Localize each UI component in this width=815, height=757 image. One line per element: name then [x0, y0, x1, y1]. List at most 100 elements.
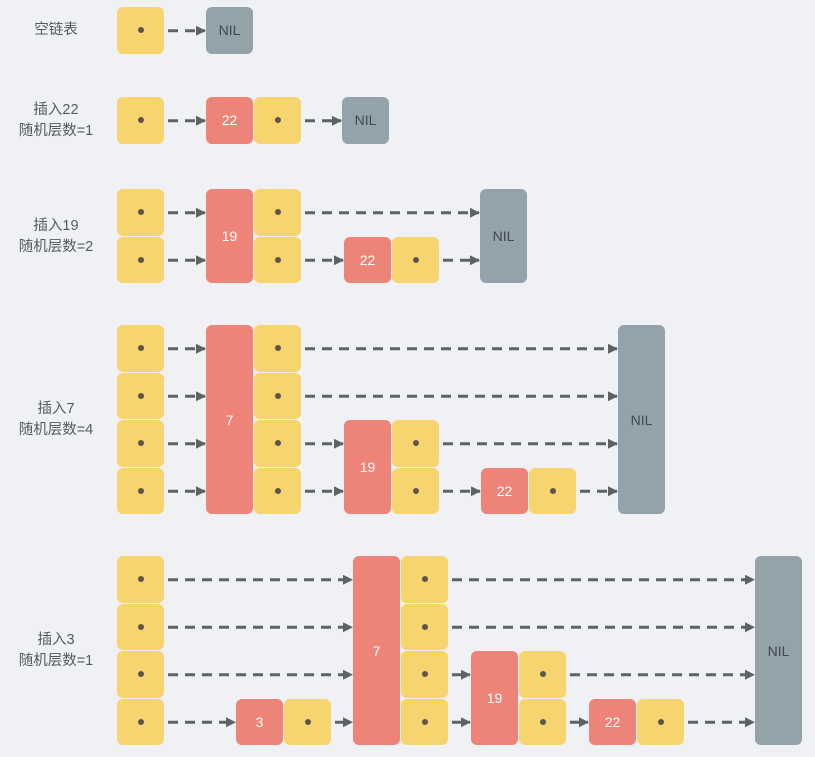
- section-label-line: 随机层数=2: [18, 238, 94, 255]
- head-pointer-box: [117, 97, 164, 144]
- node-key-7: 7: [206, 325, 253, 514]
- nil-node-text: NIL: [218, 22, 241, 39]
- node-pointer-box: [392, 420, 439, 467]
- pointer-dot-icon: [137, 623, 144, 630]
- section-label-line: 插入22: [33, 101, 79, 118]
- nil-node-text: NIL: [767, 642, 790, 659]
- node-pointer-box: [401, 556, 448, 603]
- head-pointer-box: [117, 651, 164, 698]
- nil-node-text: NIL: [354, 112, 377, 129]
- node-pointer-box: [254, 467, 301, 514]
- node-key-19-text: 19: [359, 459, 376, 475]
- section-label: 插入7 随机层数=4: [0, 399, 112, 441]
- node-pointer-box: [254, 189, 301, 236]
- head-pointer-box: [117, 372, 164, 419]
- nil-node: NIL: [618, 325, 665, 514]
- head-pointer-box: [117, 698, 164, 745]
- pointer-dot-icon: [549, 487, 556, 494]
- node-pointer-box: [392, 467, 439, 514]
- pointer-dot-icon: [412, 487, 419, 494]
- pointer-dot-icon: [137, 256, 144, 263]
- node-key-19-text: 19: [486, 690, 503, 706]
- pointer-dot-icon: [274, 209, 281, 216]
- section-label-line: 插入19: [33, 217, 79, 234]
- node-key-22-text: 22: [221, 112, 238, 129]
- node-key-22-text: 22: [359, 251, 376, 268]
- pointer-dot-icon: [421, 671, 428, 678]
- pointer-dot-icon: [421, 718, 428, 725]
- pointer-dot-icon: [137, 440, 144, 447]
- section-label: 插入22 随机层数=1: [0, 100, 112, 142]
- pointer-dot-icon: [657, 718, 664, 725]
- node-key-7-text: 7: [372, 642, 381, 659]
- pointer-dot-icon: [274, 440, 281, 447]
- node-pointer-box: [401, 603, 448, 650]
- pointer-dot-icon: [137, 117, 144, 124]
- node-pointer-box: [529, 467, 576, 514]
- pointer-dot-icon: [137, 671, 144, 678]
- pointer-dot-icon: [412, 440, 419, 447]
- pointer-dot-icon: [274, 117, 281, 124]
- head-pointer-box: [117, 189, 164, 236]
- pointer-dot-icon: [421, 576, 428, 583]
- pointer-dot-icon: [421, 623, 428, 630]
- node-key-22: 22: [589, 698, 636, 745]
- pointer-dot-icon: [137, 209, 144, 216]
- section-label-line: 插入3: [37, 632, 75, 648]
- pointer-dot-icon: [137, 392, 144, 399]
- pointer-dot-icon: [274, 487, 281, 494]
- node-key-22-text: 22: [604, 713, 621, 730]
- section-label: 空链表: [0, 20, 112, 41]
- head-pointer-box: [117, 603, 164, 650]
- node-pointer-box: [392, 236, 439, 283]
- node-pointer-box: [254, 325, 301, 372]
- section-label-line: 空链表: [34, 22, 78, 39]
- pointer-dot-icon: [137, 576, 144, 583]
- section-label-line: 随机层数=1: [18, 653, 94, 669]
- nil-node-text: NIL: [492, 228, 515, 244]
- nil-node: NIL: [206, 7, 253, 54]
- node-key-7: 7: [353, 556, 400, 745]
- node-key-19: 19: [206, 189, 253, 283]
- node-key-22: 22: [206, 97, 253, 144]
- pointer-dot-icon: [539, 671, 546, 678]
- node-key-22: 22: [344, 236, 391, 283]
- node-key-19: 19: [344, 420, 391, 514]
- nil-node: NIL: [755, 556, 802, 745]
- node-pointer-box: [254, 236, 301, 283]
- node-key-3: 3: [236, 698, 283, 745]
- node-pointer-box: [401, 698, 448, 745]
- node-pointer-box: [254, 420, 301, 467]
- head-pointer-box: [117, 420, 164, 467]
- pointer-dot-icon: [539, 718, 546, 725]
- node-pointer-box: [284, 698, 331, 745]
- node-pointer-box: [254, 372, 301, 419]
- node-pointer-box: [254, 97, 301, 144]
- nil-node: NIL: [342, 97, 389, 144]
- node-key-22: 22: [481, 467, 528, 514]
- node-pointer-box: [637, 698, 684, 745]
- pointer-dot-icon: [137, 487, 144, 494]
- pointer-dot-icon: [274, 392, 281, 399]
- section-label: 插入3 随机层数=1: [0, 630, 112, 672]
- pointer-dot-icon: [304, 718, 311, 725]
- node-key-7-text: 7: [225, 411, 234, 428]
- pointer-dot-icon: [274, 256, 281, 263]
- node-pointer-box: [401, 651, 448, 698]
- nil-node-text: NIL: [630, 411, 653, 428]
- node-pointer-box: [519, 651, 566, 698]
- head-pointer-box: [117, 7, 164, 54]
- node-key-19-text: 19: [221, 228, 238, 244]
- head-pointer-box: [117, 467, 164, 514]
- node-key-3-text: 3: [255, 713, 264, 730]
- section-label-line: 随机层数=1: [18, 122, 94, 139]
- section-label-line: 插入7: [37, 401, 75, 417]
- node-pointer-box: [519, 698, 566, 745]
- pointer-dot-icon: [137, 27, 144, 34]
- pointer-dot-icon: [274, 345, 281, 352]
- section-label: 插入19 随机层数=2: [0, 216, 112, 258]
- section-label-line: 随机层数=4: [18, 422, 94, 438]
- head-pointer-box: [117, 236, 164, 283]
